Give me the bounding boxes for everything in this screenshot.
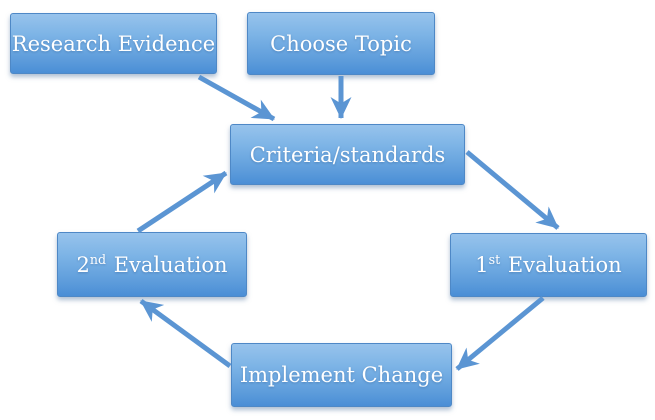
node-implement-change-label: Implement Change — [239, 363, 444, 387]
node-second-evaluation-label: 2nd Evaluation — [76, 251, 228, 277]
node-choose-topic-label: Choose Topic — [270, 31, 412, 56]
arrow-criteria-to-first-evaluation — [465, 150, 560, 230]
arrow-implement-change-to-second-evaluation — [139, 298, 232, 369]
node-research-evidence: Research Evidence — [10, 13, 217, 74]
arrow-first-evaluation-to-implement-change — [455, 296, 545, 371]
node-criteria-standards: Criteria/standards — [230, 124, 465, 185]
node-second-evaluation: 2nd Evaluation — [57, 232, 247, 297]
node-implement-change: Implement Change — [231, 343, 452, 407]
ordinal-superscript: nd — [89, 251, 107, 267]
node-first-evaluation-label: 1st Evaluation — [475, 252, 622, 277]
node-first-evaluation: 1st Evaluation — [450, 233, 647, 297]
node-choose-topic: Choose Topic — [247, 12, 435, 75]
node-criteria-standards-label: Criteria/standards — [249, 142, 446, 167]
ordinal-superscript: st — [488, 252, 501, 267]
arrow-second-evaluation-to-criteria — [136, 170, 228, 234]
arrow-research-evidence-to-criteria — [197, 74, 276, 122]
node-research-evidence-label: Research Evidence — [11, 31, 216, 56]
